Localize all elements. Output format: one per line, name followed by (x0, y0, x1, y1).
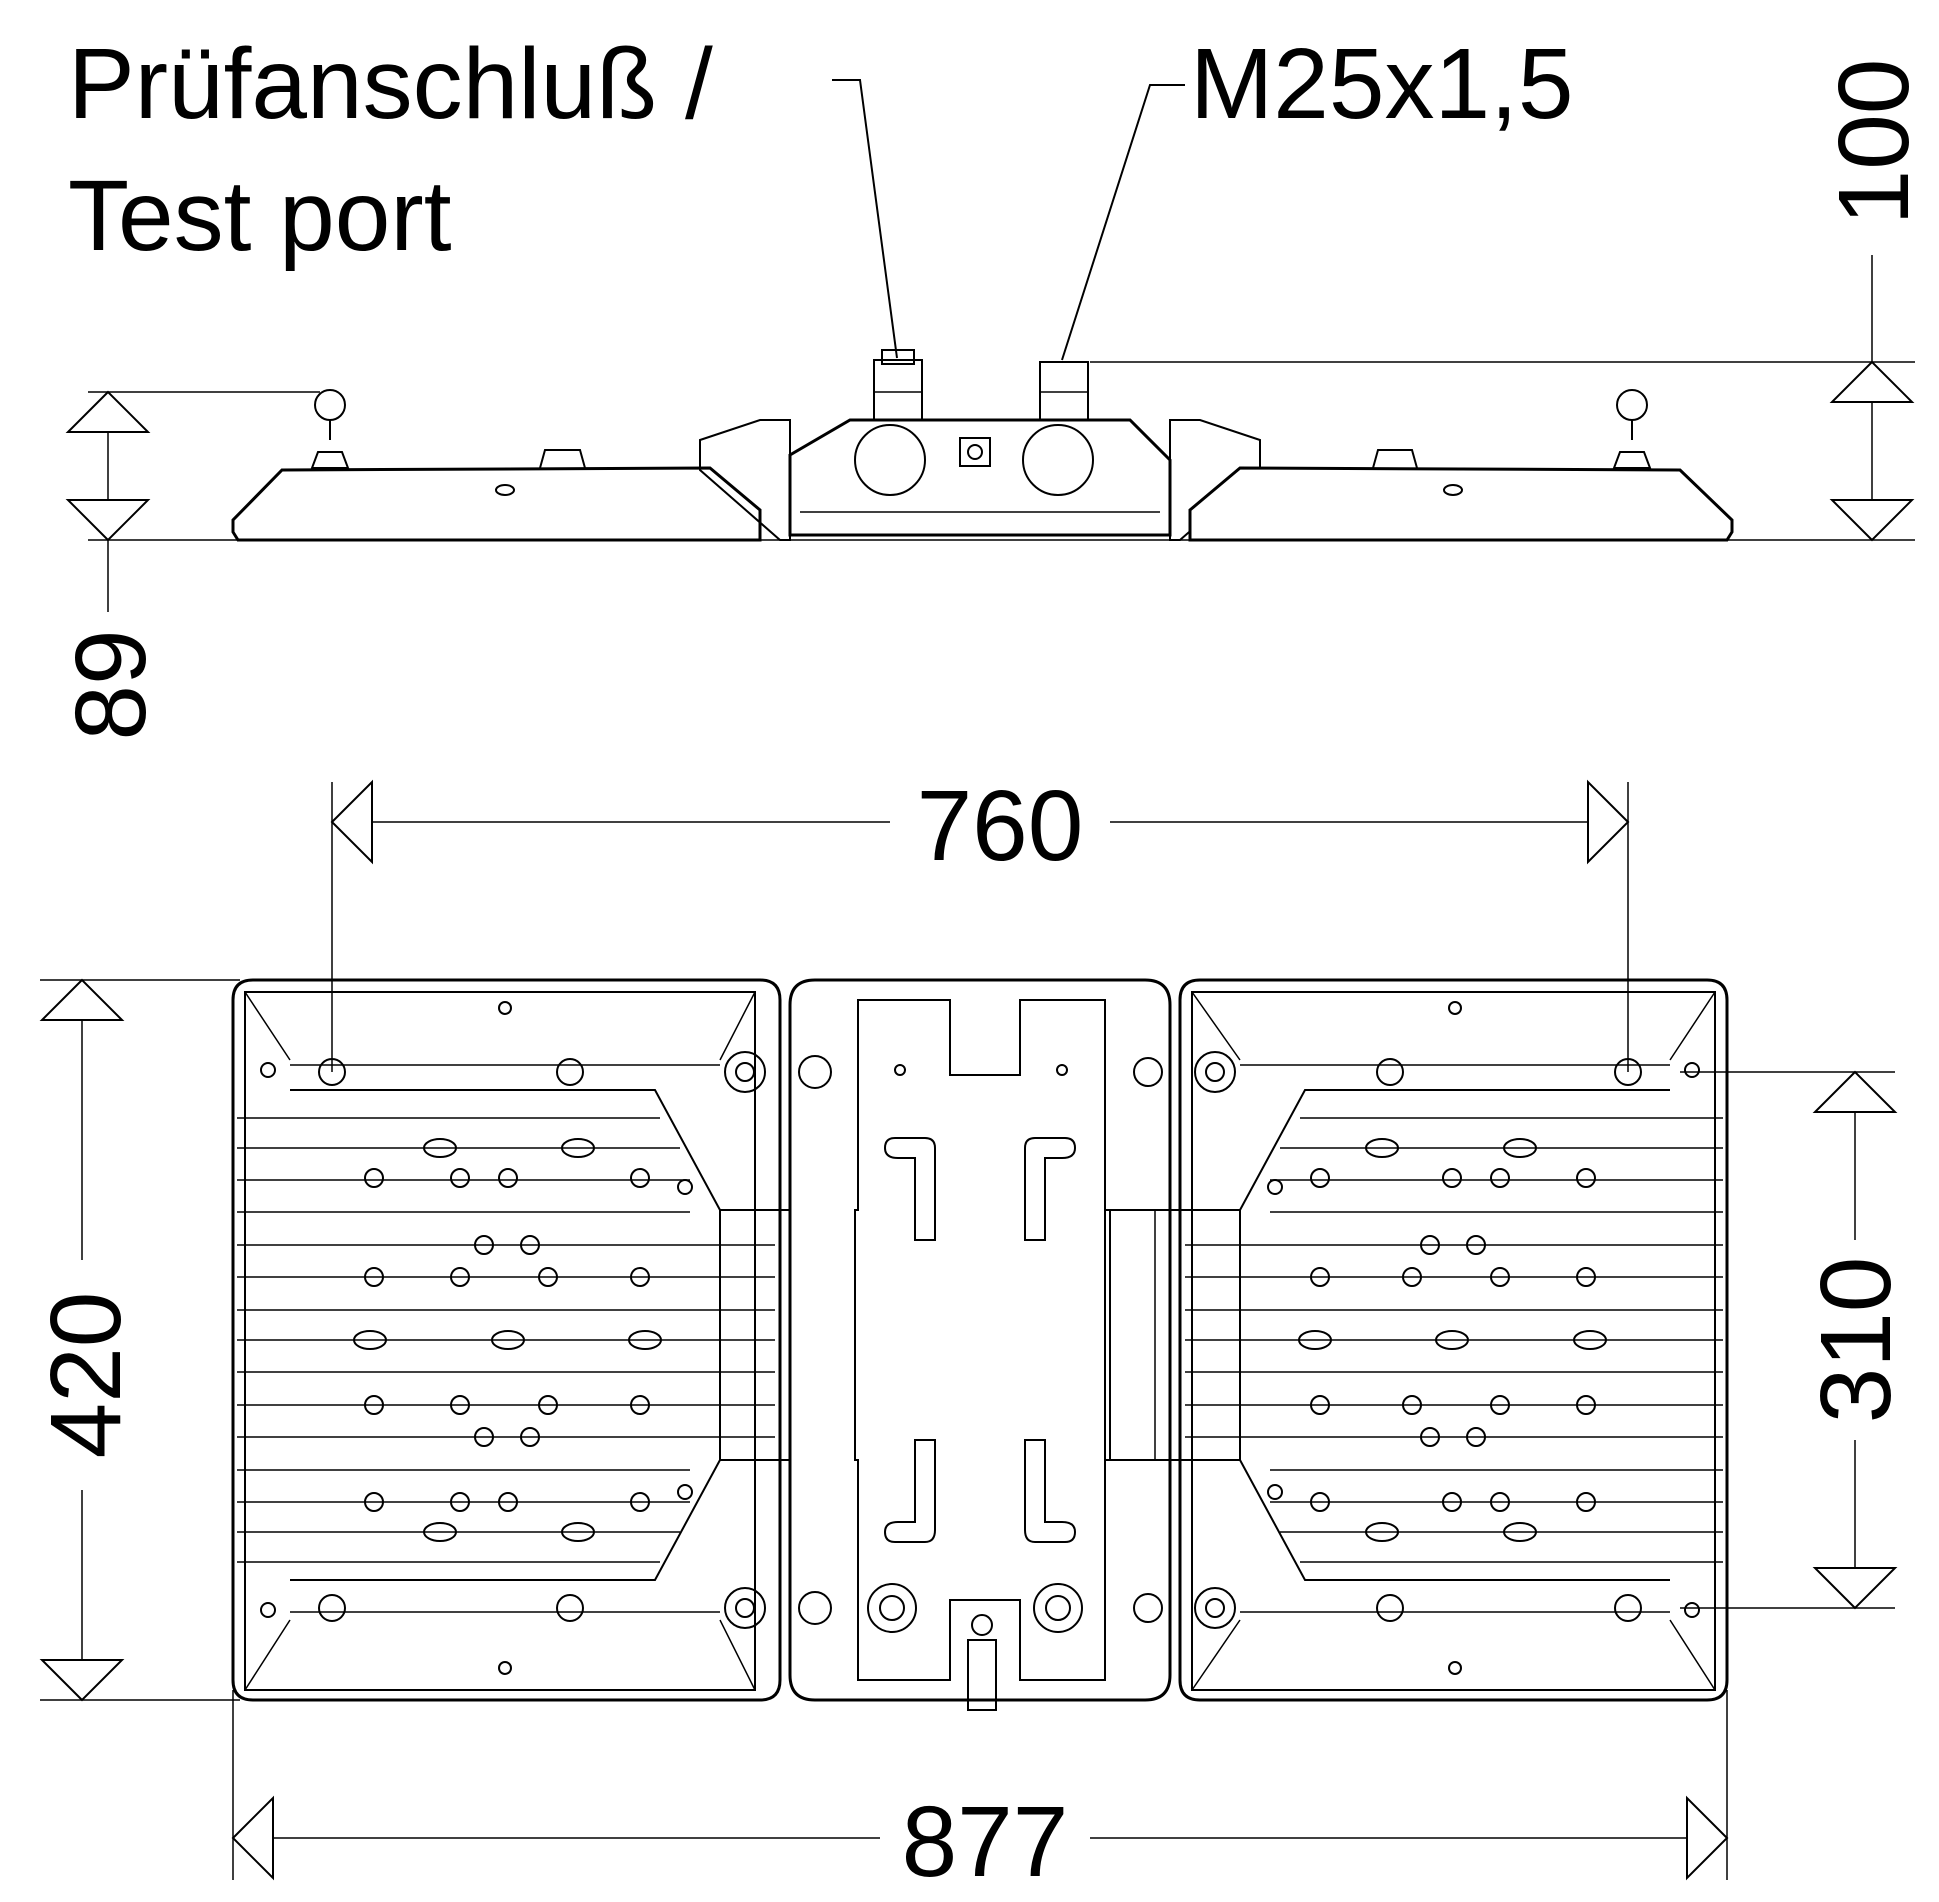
dimension-100: 100 (1090, 59, 1930, 542)
right-cooling-fins (1185, 1117, 1723, 1563)
dimension-100-label: 100 (1818, 59, 1930, 226)
right-corner-fixings (1194, 1001, 1700, 1675)
left-fin-clips (353, 1138, 693, 1542)
dimension-310-label: 310 (1800, 1257, 1912, 1424)
left-corner-fixings (260, 1001, 766, 1675)
dimension-760: 760 (330, 770, 1630, 1072)
dimension-877: 877 (231, 1690, 1729, 1898)
dimension-420: 420 (30, 978, 240, 1702)
dimension-420-label: 420 (30, 1292, 142, 1459)
center-keyhole-slots (883, 1137, 1077, 1543)
test-port-label-line2: Test port (68, 160, 452, 272)
right-fin-clips (1267, 1138, 1607, 1542)
callout-leaders (832, 79, 1185, 361)
dimension-89: 89 (55, 390, 320, 741)
dimension-760-label: 760 (917, 770, 1084, 882)
dimension-877-label: 877 (902, 1786, 1069, 1898)
dimension-89-label: 89 (55, 629, 167, 740)
side-view (88, 349, 1915, 542)
test-port-label-line1: Prüfanschluß / (68, 28, 713, 140)
left-cooling-fins (237, 1117, 775, 1563)
plan-view (231, 978, 1729, 1711)
thread-size-label: M25x1,5 (1190, 28, 1574, 140)
dimension-310: 310 (1680, 1070, 1912, 1610)
